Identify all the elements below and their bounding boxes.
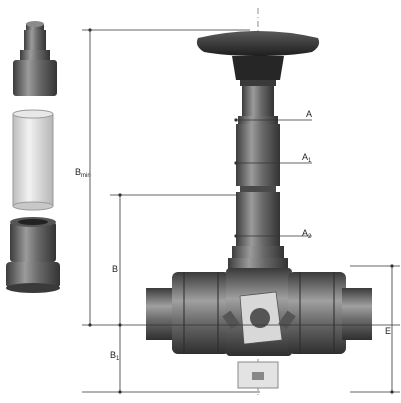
label-bmin: Bmin <box>75 167 91 179</box>
label-a: A <box>306 109 312 119</box>
label-a1-sub: 1 <box>308 158 312 164</box>
dimension-lines <box>82 29 400 393</box>
extension-tube <box>12 109 54 211</box>
handwheel <box>196 31 320 86</box>
label-b1-sub: 1 <box>116 356 120 362</box>
label-a2-main: A <box>302 228 308 238</box>
extension-bottom-adapter <box>6 217 60 293</box>
dimension-ticks <box>88 28 394 394</box>
label-b1-main: B <box>110 350 116 360</box>
label-a2-sub: 2 <box>308 234 312 240</box>
label-a2: A2 <box>302 228 312 240</box>
extension-parts-exploded <box>6 21 60 293</box>
valve-body <box>146 268 372 389</box>
label-a1-main: A <box>302 152 308 162</box>
label-b: B <box>112 264 118 274</box>
valve-stem-extension <box>228 86 288 270</box>
label-bmin-main: B <box>75 167 81 177</box>
label-a1: A1 <box>302 152 312 164</box>
label-bmin-sub: min <box>81 173 91 179</box>
label-e: E <box>385 326 391 336</box>
extension-top-spindle <box>13 21 57 96</box>
label-b1: B1 <box>110 350 120 362</box>
